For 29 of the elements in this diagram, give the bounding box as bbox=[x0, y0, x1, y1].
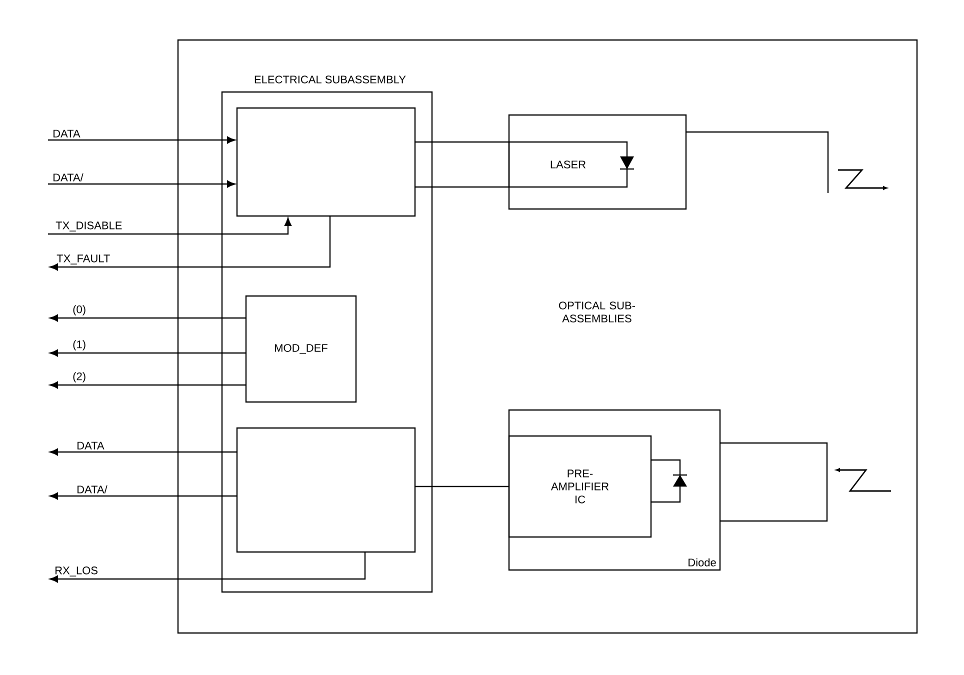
section-label: OPTICAL SUB- ASSEMBLIES bbox=[559, 302, 636, 322]
arrow bbox=[50, 349, 246, 357]
transmitter-block bbox=[236, 107, 416, 217]
arrow bbox=[50, 492, 237, 500]
signal-label: TX_DISABLE bbox=[56, 222, 122, 232]
arrow bbox=[48, 180, 236, 188]
arrow bbox=[48, 136, 236, 144]
signal-label: RX_LOS bbox=[56, 566, 98, 576]
receiver-block bbox=[236, 427, 416, 553]
arrow bbox=[50, 216, 331, 271]
mod-def-box: MOD_DEF bbox=[245, 295, 357, 403]
signal-label: DATA/ bbox=[78, 485, 108, 494]
laser-box: LASER bbox=[508, 141, 628, 188]
arrow bbox=[48, 218, 292, 235]
node-label: ELECTRICAL SUBASSEMBLY bbox=[254, 76, 406, 84]
arrow bbox=[50, 381, 246, 389]
preamplifier-box: PRE- AMPLIFIER IC bbox=[508, 435, 652, 538]
signal-label: DATA bbox=[54, 130, 80, 138]
laser-package bbox=[508, 114, 687, 210]
arrow bbox=[50, 314, 246, 322]
signal-label: DATA bbox=[78, 442, 104, 450]
signal-label: DATA/ bbox=[54, 173, 84, 182]
signal-label: (1) bbox=[73, 340, 86, 350]
signal-label: (2) bbox=[73, 372, 86, 382]
signal-label: (0) bbox=[73, 305, 86, 316]
arrow bbox=[50, 448, 237, 456]
arrow bbox=[50, 552, 366, 583]
module-box bbox=[177, 39, 918, 634]
signal-label: TX_FAULT bbox=[56, 254, 110, 264]
